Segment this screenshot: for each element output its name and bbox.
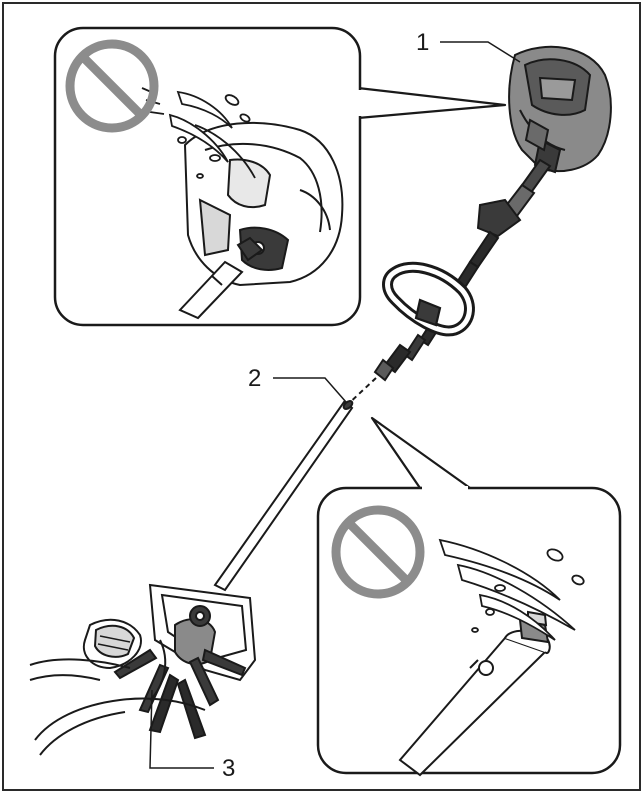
- shaft-coupler: [345, 333, 427, 407]
- inset-engine-no-water: [53, 26, 507, 327]
- leader-line-2: [273, 377, 347, 403]
- callout-label-2: 2: [248, 365, 261, 392]
- prohibition-icon: [65, 39, 159, 133]
- inset-shaft-no-water: [316, 416, 622, 777]
- inset-pointer-top: [357, 86, 507, 120]
- loop-handle: [382, 261, 475, 337]
- leader-line-1: [440, 41, 521, 63]
- lower-shaft: [213, 400, 354, 592]
- prohibition-icon: [331, 505, 425, 599]
- callout-3: 3: [149, 689, 235, 782]
- engine-unit: [508, 45, 612, 174]
- callout-1: 1: [416, 29, 521, 63]
- shaft-end-closeup: [398, 610, 551, 777]
- cultivator-attachment: [29, 583, 257, 756]
- water-spray-icon: [438, 538, 585, 641]
- engine-housing-closeup: [178, 121, 344, 320]
- callout-2: 2: [248, 365, 347, 403]
- leader-line-3: [149, 689, 214, 769]
- callout-label-3: 3: [222, 755, 235, 782]
- callout-label-1: 1: [416, 29, 429, 56]
